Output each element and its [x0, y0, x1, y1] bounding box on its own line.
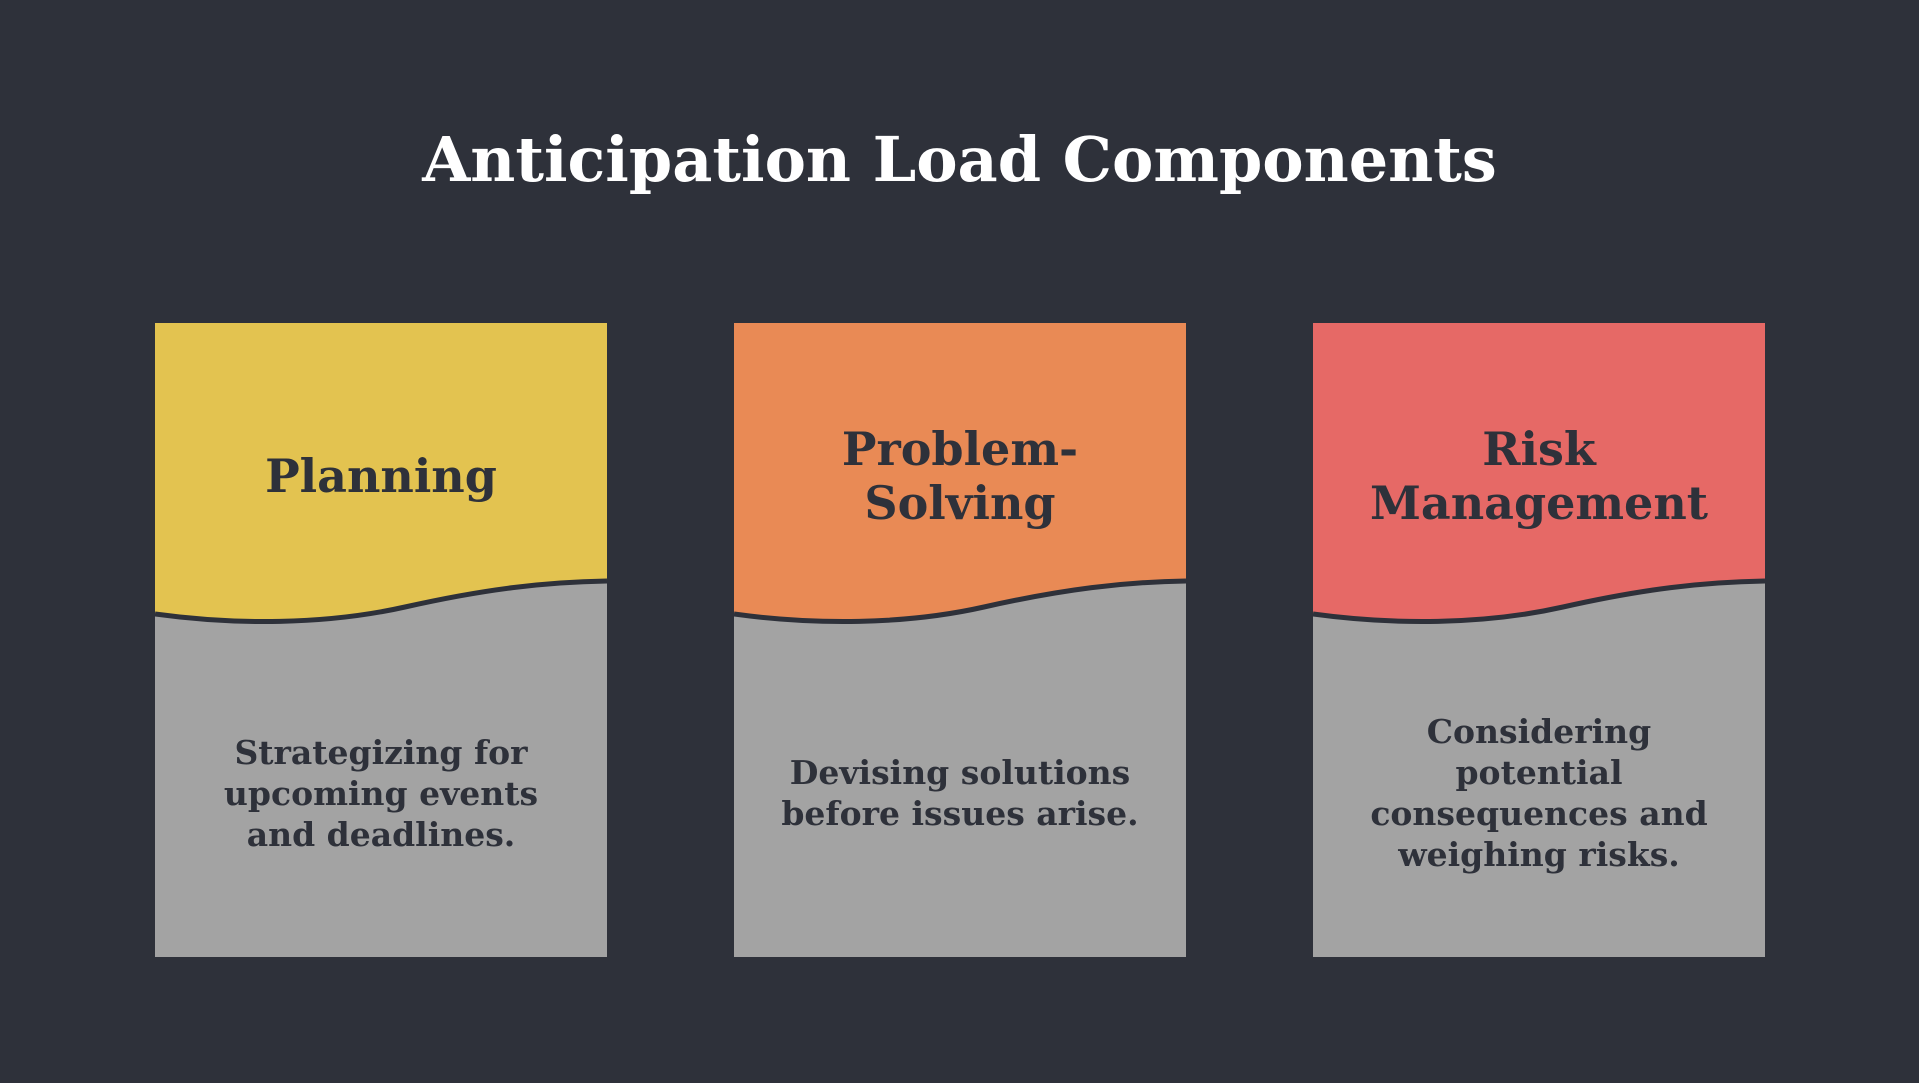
card-header-wave [1313, 323, 1765, 625]
card-planning: Planning Strategizing for upcoming event… [155, 323, 607, 957]
page-title: Anticipation Load Components [422, 123, 1497, 196]
card-header-wave [155, 323, 607, 625]
card-description: Strategizing for upcoming events and dea… [223, 732, 539, 854]
card-description: Considering potential consequences and w… [1370, 712, 1708, 874]
card-heading: Planning [265, 449, 497, 503]
card-problem-solving: Problem-Solving Devising solutions befor… [734, 323, 1186, 957]
card-header-fill [1313, 323, 1765, 622]
card-header-fill [734, 323, 1186, 622]
card-header-wave [734, 323, 1186, 625]
card-heading: Risk Management [1369, 422, 1709, 530]
card-header-fill [155, 323, 607, 622]
card-description: Devising solutions before issues arise. [781, 753, 1139, 833]
card-heading: Problem-Solving [841, 422, 1079, 530]
card-risk-management: Risk Management Considering potential co… [1313, 323, 1765, 957]
